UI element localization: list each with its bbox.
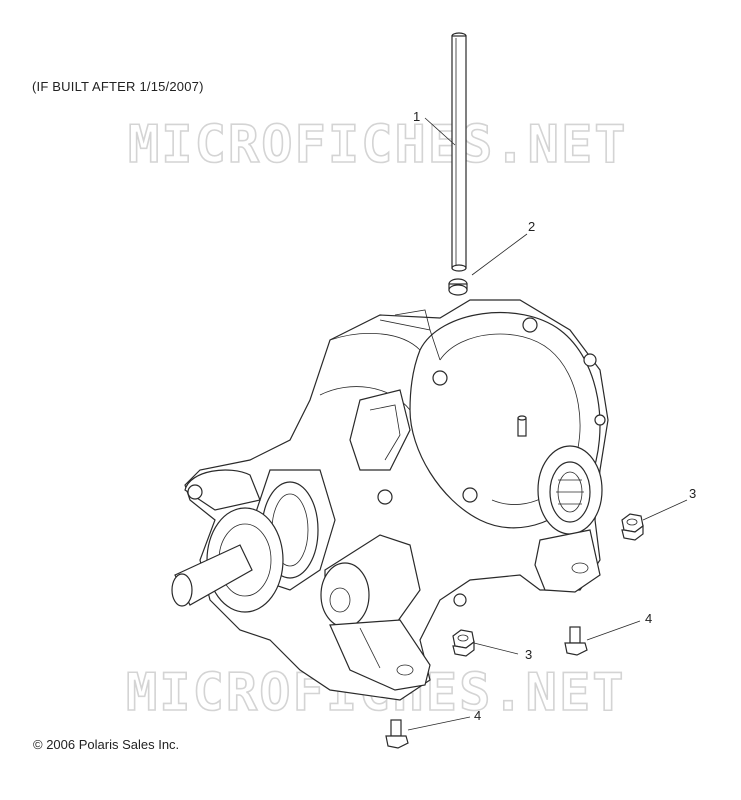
- leader-lines: [407, 117, 688, 731]
- bolt-bottom: [385, 719, 409, 749]
- callout-3-lower: 3: [525, 647, 532, 662]
- callout-3-right: 3: [689, 486, 696, 501]
- callout-1: 1: [413, 109, 420, 124]
- cover-bolts: [377, 317, 606, 607]
- watermark-top: MICROFICHES.NET: [128, 115, 628, 175]
- callout-2: 2: [528, 219, 535, 234]
- vent-tube: [451, 32, 467, 272]
- bolt-right: [564, 626, 588, 656]
- nut-lower: [452, 629, 475, 657]
- nut-right: [621, 513, 644, 541]
- hose-clamp: [448, 278, 468, 296]
- build-date-note: (IF BUILT AFTER 1/15/2007): [32, 79, 204, 94]
- gearcase-assembly: [171, 299, 609, 701]
- callout-4-bottom: 4: [474, 708, 481, 723]
- callout-4-right: 4: [645, 611, 652, 626]
- copyright-text: © 2006 Polaris Sales Inc.: [33, 737, 180, 752]
